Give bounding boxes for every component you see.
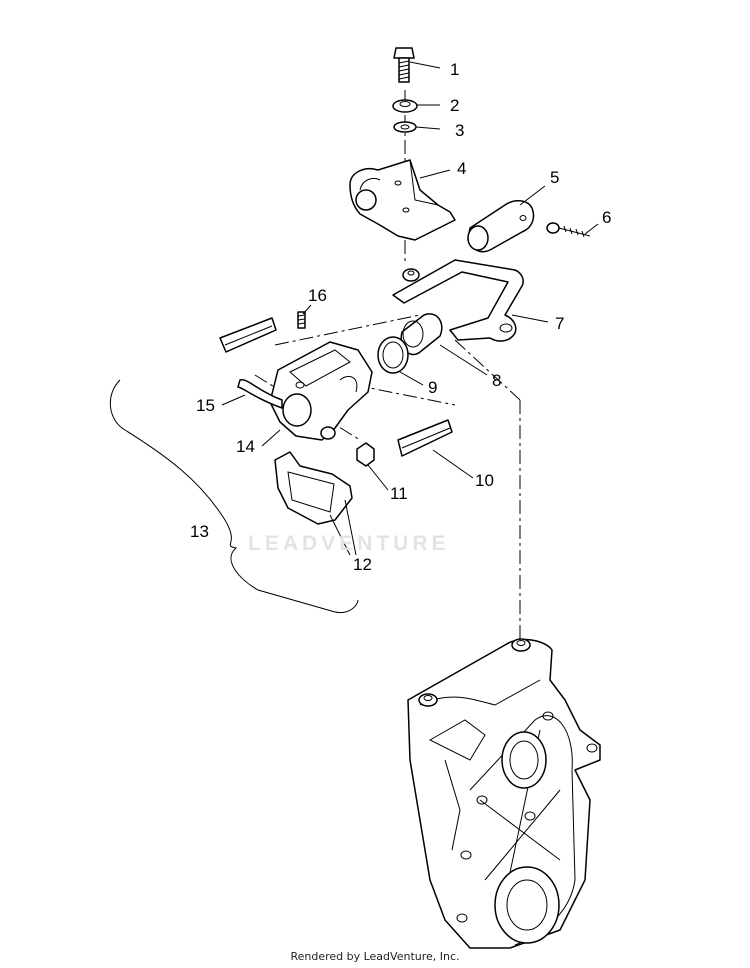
- callout-16: 16: [308, 286, 327, 305]
- part-lock-nut: [392, 99, 418, 113]
- footer-credit: Rendered by LeadVenture, Inc.: [290, 950, 460, 963]
- part-pivot-arm: [467, 200, 535, 253]
- callout-8: 8: [492, 371, 502, 390]
- part-mount-bracket: [349, 159, 456, 241]
- callout-13: 13: [190, 522, 209, 541]
- part-bleed-screw: [297, 311, 306, 329]
- callout-7: 7: [555, 314, 565, 333]
- callout-5: 5: [550, 168, 560, 187]
- callout-9: 9: [428, 378, 438, 397]
- callout-14: 14: [236, 437, 255, 456]
- part-screw: [546, 222, 591, 238]
- callout-4: 4: [457, 159, 467, 178]
- callout-6: 6: [602, 208, 612, 227]
- part-caliper-body: [269, 341, 373, 441]
- callout-3: 3: [455, 121, 465, 140]
- part-washer: [393, 121, 417, 133]
- watermark: LEADVENTURE: [248, 532, 450, 555]
- part-pad-shim: [397, 419, 453, 457]
- part-brake-pads: [274, 451, 353, 525]
- callout-12: 12: [353, 555, 372, 574]
- leader-lines: [221, 61, 599, 556]
- callout-1: 1: [450, 60, 460, 79]
- part-bolt: [393, 47, 415, 83]
- part-adjuster-nut: [356, 442, 375, 467]
- part-seal-ring: [377, 336, 409, 374]
- callout-10: 10: [475, 471, 494, 490]
- part-caliper-frame: [392, 259, 524, 342]
- part-brake-line: [237, 379, 283, 409]
- part-chaincase-housing: [407, 638, 601, 949]
- callout-11: 11: [390, 484, 408, 503]
- assembly-brace: [109, 379, 359, 614]
- callout-15: 15: [196, 396, 215, 415]
- callout-2: 2: [450, 96, 460, 115]
- part-pad-shim-left: [219, 317, 277, 353]
